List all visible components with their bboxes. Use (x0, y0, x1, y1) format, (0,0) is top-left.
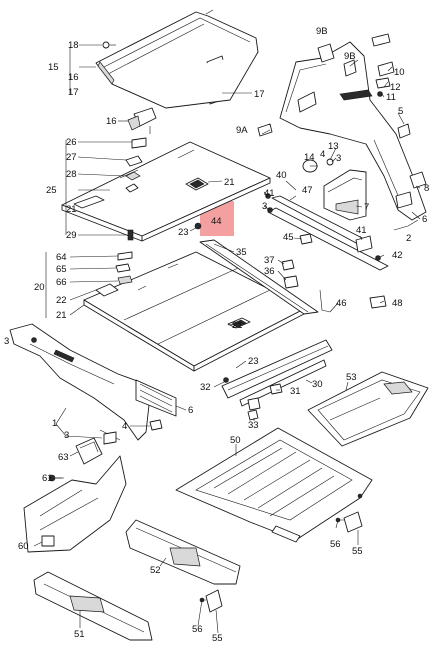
callout-12: 12 (390, 82, 401, 93)
callout-33: 33 (248, 420, 259, 431)
callout-46: 46 (336, 298, 347, 309)
callout-29: 29 (66, 230, 77, 241)
panel-60 (23, 455, 127, 553)
callout-4-left: 4 (122, 421, 127, 432)
callout-35: 35 (236, 247, 247, 258)
callout-2: 2 (406, 233, 411, 244)
callout-22: 22 (56, 295, 67, 306)
small-parts-9-14 (257, 33, 411, 173)
callout-50: 50 (230, 435, 241, 446)
callout-14: 14 (304, 152, 315, 163)
callout-53: 53 (346, 372, 357, 383)
callout-31: 31 (290, 386, 301, 397)
bracket-7-47 (323, 169, 367, 221)
hook-26-28 (125, 137, 147, 181)
callout-3-left-top: 3 (4, 336, 9, 347)
strip-41 (267, 195, 389, 271)
callout-41-a: 41 (264, 188, 275, 199)
callout-21-lower-right: 21 (232, 320, 243, 331)
sill-plate-30 (221, 339, 333, 407)
clips-31-33 (223, 377, 283, 421)
callout-25: 25 (46, 185, 57, 196)
callout-40: 40 (276, 170, 287, 181)
callout-7: 7 (364, 202, 369, 213)
callout-18: 18 (68, 40, 79, 51)
callout-56-bottom: 56 (192, 624, 203, 635)
callout-45: 45 (283, 232, 294, 243)
brackets-55-56 (199, 511, 363, 613)
side-trim-right (279, 41, 427, 221)
callout-3-right: 3 (336, 153, 341, 164)
callout-17-right: 17 (254, 89, 265, 100)
callout-21-lower-left: 21 (56, 310, 67, 321)
callout-16: 16 (106, 116, 117, 127)
callout-21-upper-right: 21 (224, 177, 235, 188)
side-trim-left (9, 323, 177, 441)
callout-21-upper-left: 21 (66, 204, 77, 215)
crossmember-52 (125, 519, 241, 585)
callout-16-top: 16 (68, 72, 79, 83)
luggage-cover-roller (95, 9, 259, 109)
callout-47: 47 (302, 185, 313, 196)
callout-52: 52 (150, 565, 161, 576)
leader-lines (33, 44, 421, 634)
callout-6-right: 6 (422, 214, 427, 225)
clips-64-66 (115, 251, 133, 285)
callout-65: 65 (56, 264, 67, 275)
callout-26: 26 (66, 137, 77, 148)
callout-3-left: 3 (64, 430, 69, 441)
callout-56-right: 56 (330, 539, 341, 550)
callout-20: 20 (34, 282, 45, 293)
callout-11: 11 (386, 92, 396, 103)
callout-55-right: 55 (352, 546, 363, 557)
callout-9b: 9B (344, 51, 356, 62)
callout-36: 36 (264, 266, 275, 277)
tray-53 (307, 371, 429, 447)
callout-4: 4 (320, 149, 325, 160)
callout-32: 32 (200, 382, 211, 393)
callout-27: 27 (66, 152, 77, 163)
callout-28: 28 (66, 169, 77, 180)
callout-5: 5 (398, 106, 403, 117)
callout-55-bottom: 55 (212, 633, 223, 644)
rail-35 (199, 239, 319, 315)
callout-1: 1 (52, 418, 57, 429)
callout-23-lower: 23 (248, 356, 259, 367)
callout-9: 9B (316, 26, 328, 37)
callout-15: 15 (48, 62, 59, 73)
callout-labels: 18 15 16 17 17 16 26 27 28 25 21 29 21 2… (4, 26, 429, 644)
callout-63: 63 (58, 452, 69, 463)
callout-64: 64 (56, 252, 67, 263)
floor-pan-50 (175, 427, 373, 543)
bolt-18 (102, 41, 116, 49)
callout-66: 66 (56, 277, 67, 288)
callout-8: 8 (424, 183, 429, 194)
cover-63 (75, 437, 103, 465)
callout-10: 10 (394, 67, 405, 78)
callout-48: 48 (392, 298, 403, 309)
callout-44: 44 (211, 216, 222, 227)
clips-1-3-4 (31, 337, 163, 445)
callout-6-left: 6 (188, 405, 193, 416)
callout-23-upper: 23 (178, 227, 189, 238)
callout-61: 61 (42, 473, 53, 484)
callout-41-b: 41 (356, 225, 367, 236)
callout-60: 60 (18, 541, 29, 552)
callout-51: 51 (74, 629, 85, 640)
callout-30: 30 (312, 379, 323, 390)
callout-17-left: 17 (68, 87, 79, 98)
bracket-16 (127, 107, 157, 134)
callout-9a: 9A (236, 125, 248, 136)
floor-panel-upper (61, 141, 271, 242)
fasteners-36-45 (265, 193, 387, 313)
rear-panel-51 (33, 571, 153, 641)
callout-3-mid: 3 (262, 201, 267, 212)
callout-37: 37 (264, 255, 275, 266)
callout-13: 13 (328, 141, 339, 152)
callout-42: 42 (392, 250, 403, 261)
